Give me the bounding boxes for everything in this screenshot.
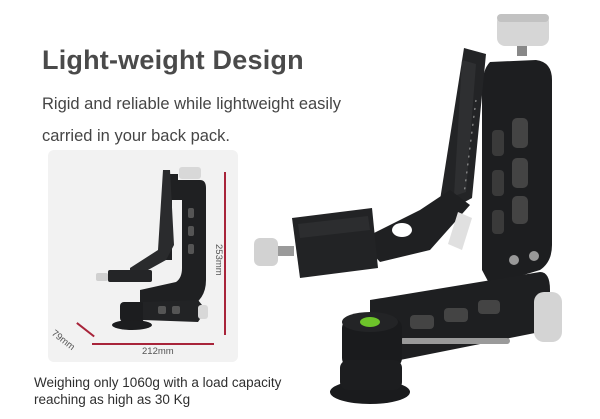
height-dimension-line xyxy=(224,172,226,335)
page-title: Light-weight Design xyxy=(42,45,304,75)
width-dimension-label: 212mm xyxy=(142,346,174,357)
gimbal-product-image xyxy=(254,14,562,404)
width-dimension-line xyxy=(92,343,214,345)
dimensions-inset: 253mm 212mm 79mm xyxy=(48,150,238,362)
height-dimension-label: 253mm xyxy=(213,244,224,276)
small-gimbal-illustration xyxy=(96,167,208,330)
weight-capacity-caption: Weighing only 1060g with a load capacity… xyxy=(34,375,282,407)
page-subtitle: Rigid and reliable while lightweight eas… xyxy=(42,95,341,145)
